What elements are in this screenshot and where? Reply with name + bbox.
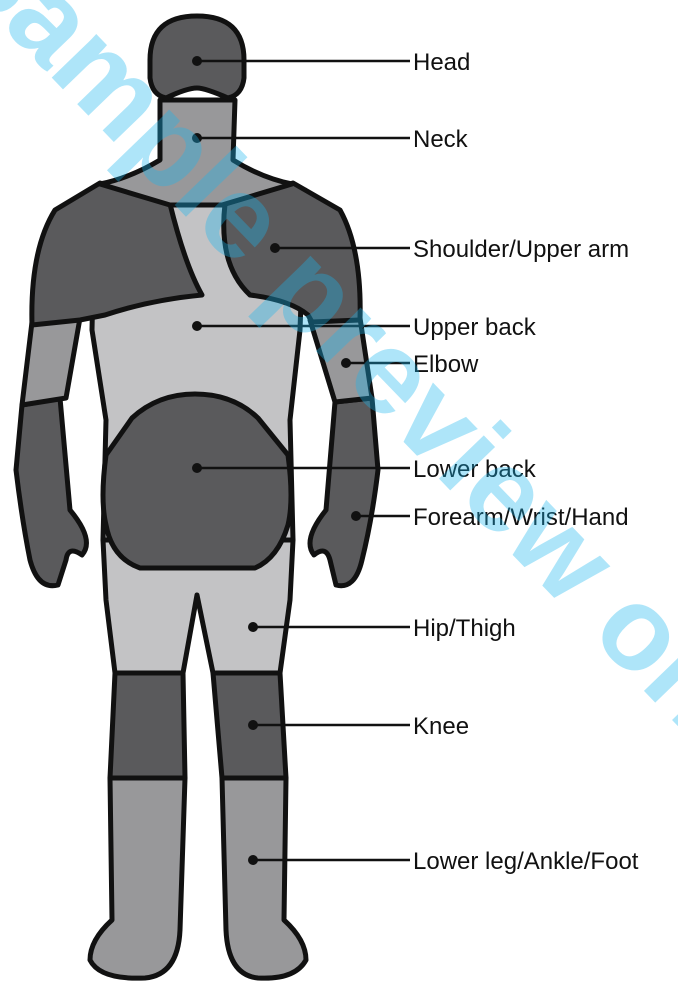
shoulder-label: Shoulder/Upper arm [413, 236, 629, 263]
lower-leg-label: Lower leg/Ankle/Foot [413, 848, 639, 875]
region-lower-back[interactable] [103, 394, 291, 568]
region-knee-left[interactable] [110, 673, 185, 778]
knee-label: Knee [413, 713, 469, 740]
head-label: Head [413, 49, 470, 76]
region-forearm-left[interactable] [16, 398, 86, 586]
neck-label: Neck [413, 126, 469, 153]
region-lower-leg-left[interactable] [90, 778, 185, 978]
hip-label: Hip/Thigh [413, 615, 516, 642]
region-elbow-left[interactable] [22, 318, 80, 405]
region-lower-leg-right[interactable] [222, 778, 306, 978]
